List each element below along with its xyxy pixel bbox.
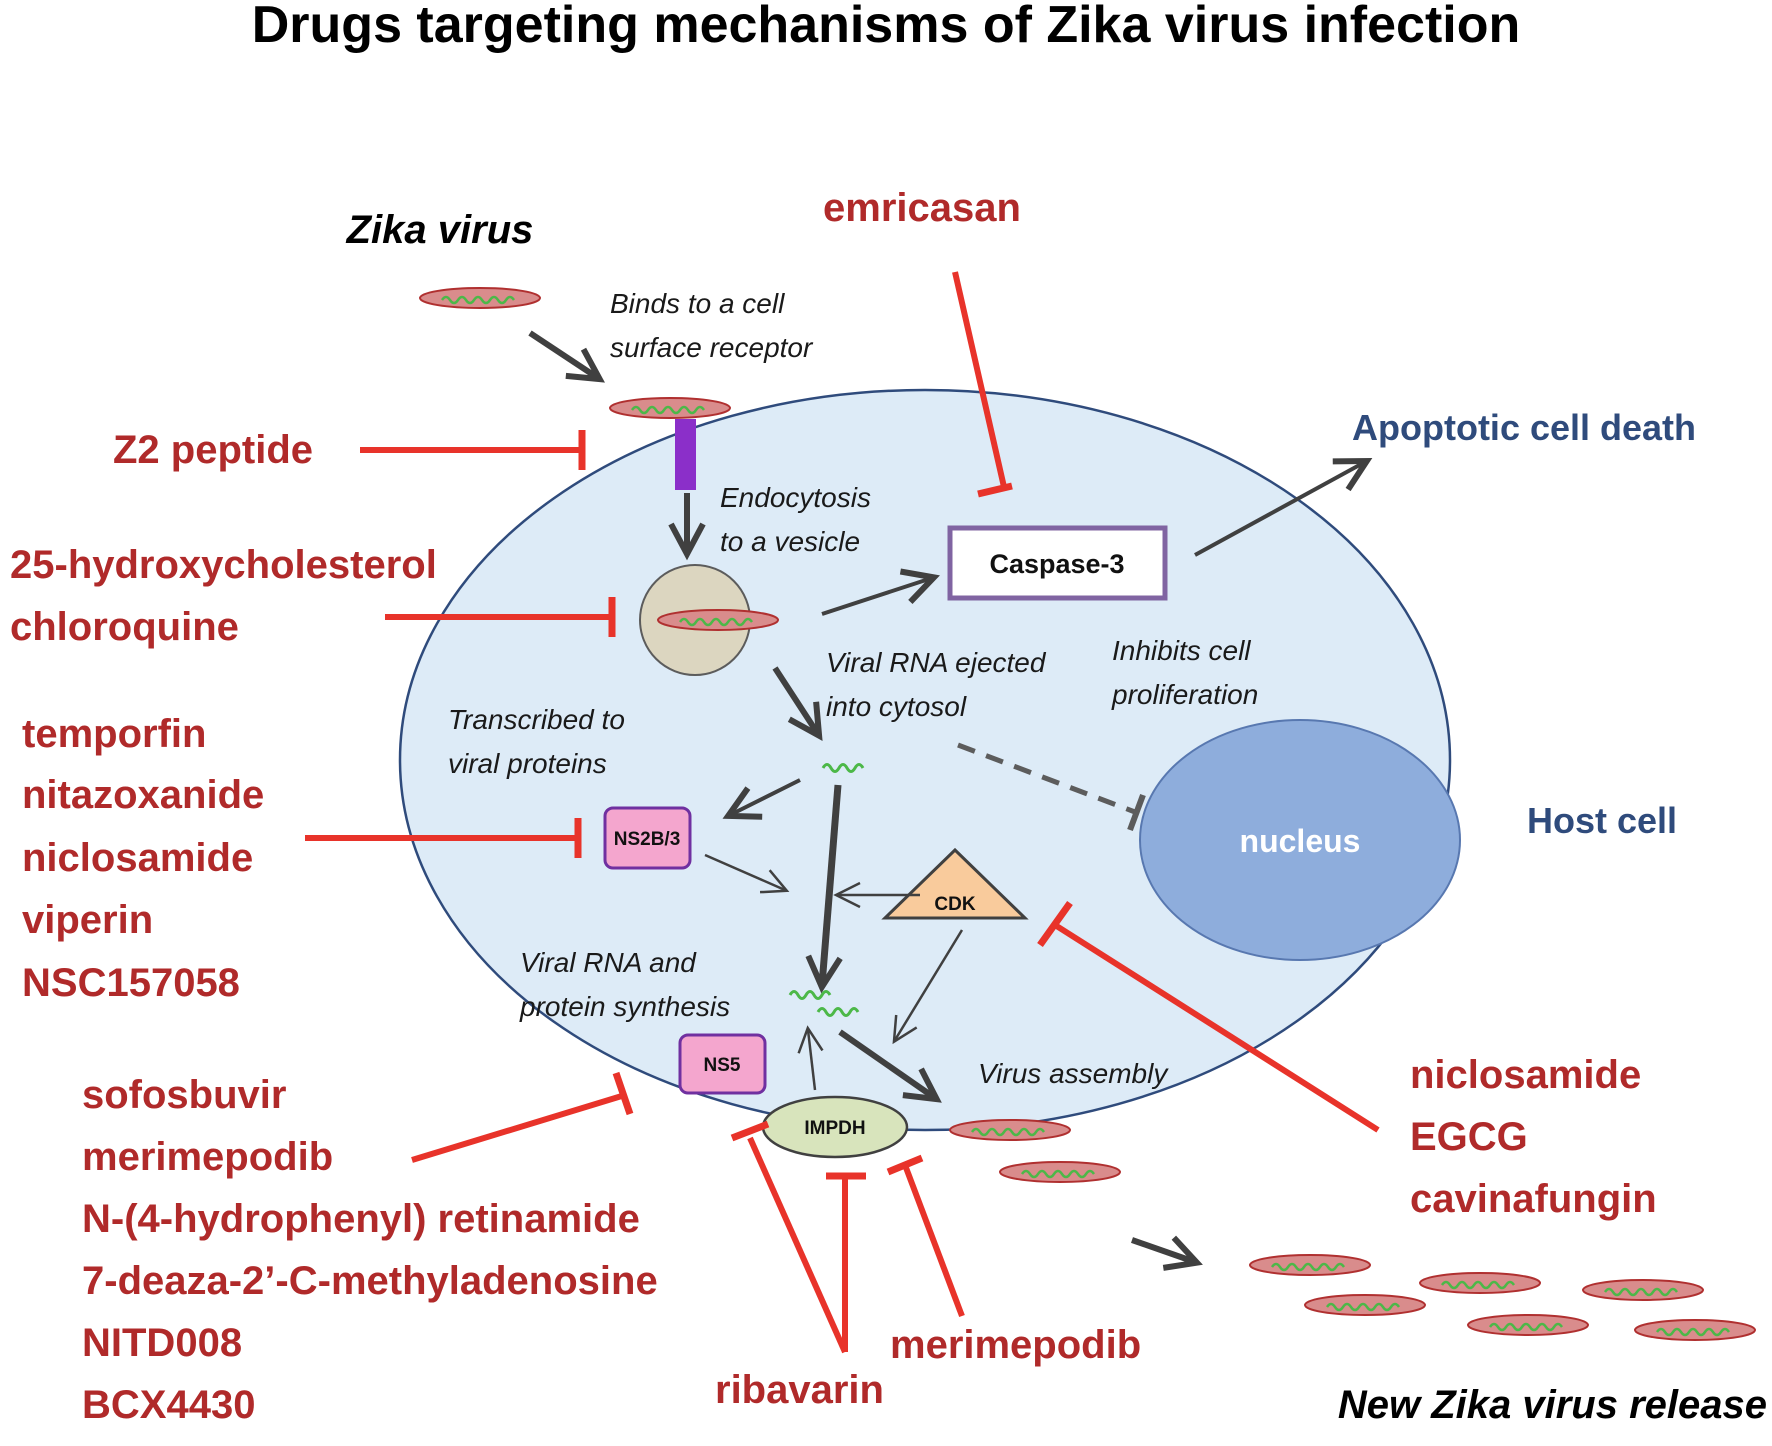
nucleus-label: nucleus	[1240, 823, 1361, 859]
arrow-synthesis-to-assembly	[838, 1029, 942, 1103]
note-inhibits-line2: proliferation	[1111, 679, 1258, 710]
impdh-label: IMPDH	[804, 1118, 865, 1139]
released-virion-5	[1581, 1278, 1705, 1302]
note-synthesis-line2: protein synthesis	[519, 991, 730, 1022]
assembled-virion-1	[948, 1118, 1072, 1142]
arrow-vesicle-to-caspase	[821, 568, 940, 616]
note-ejected-line1: Viral RNA ejected	[826, 647, 1047, 678]
inhibitor-emricasan-line	[952, 271, 1007, 488]
apoptotic-cell-death-label: Apoptotic cell death	[1352, 407, 1696, 448]
drug-nitd008: NITD008	[82, 1321, 242, 1365]
cell-surface-receptor	[675, 419, 696, 490]
drug-nsc157058: NSC157058	[22, 961, 240, 1005]
released-virion-2	[1303, 1293, 1427, 1317]
drug-niclosamide-protease: niclosamide	[22, 836, 253, 880]
arrow-caspase-to-apoptosis	[1194, 457, 1373, 557]
arrow-cdk-to-assembly	[892, 929, 964, 1045]
ns2b3-label: NS2B/3	[614, 829, 681, 850]
inhibitor-merimepodib-bar	[886, 1154, 924, 1176]
inhibitor-ribavarin-left-bar	[730, 1120, 770, 1142]
released-virion-4	[1466, 1313, 1590, 1337]
note-ejected-line2: into cytosol	[826, 691, 967, 722]
cdk-triangle	[881, 847, 1029, 920]
cdk-label: CDK	[934, 894, 975, 915]
caspase-3-box	[947, 525, 1168, 601]
note-assembly: Virus assembly	[978, 1058, 1169, 1089]
inhibitor-ns5-bar	[612, 1071, 634, 1116]
ns2b3-box	[603, 806, 692, 870]
drug-merimepodib-ns5: merimepodib	[82, 1135, 333, 1179]
virion-bound	[608, 396, 732, 420]
note-transcribed-line2: viral proteins	[448, 748, 607, 779]
drug-nitazoxanide: nitazoxanide	[22, 773, 264, 817]
virion-in-vesicle	[656, 608, 780, 632]
ns5-label: NS5	[704, 1055, 741, 1076]
inhibitor-merimepodib-line	[902, 1163, 965, 1318]
drug-bcx4430: BCX4430	[82, 1383, 255, 1427]
ns5-box	[678, 1033, 767, 1095]
drug-chloroquine: chloroquine	[10, 605, 239, 649]
drug-niclosamide-cdk: niclosamide	[1410, 1053, 1641, 1097]
drug-cavinafungin: cavinafungin	[1410, 1177, 1657, 1221]
arrow-ns2b3-to-synthesis	[704, 853, 790, 894]
assembled-virion-2	[998, 1160, 1122, 1184]
caspase-3-label: Caspase-3	[989, 549, 1124, 579]
drug-merimepodib-impdh: merimepodib	[890, 1323, 1141, 1367]
zika-virus-label: Zika virus	[346, 208, 534, 252]
released-virion-6	[1633, 1318, 1757, 1342]
drug-emricasan: emricasan	[823, 186, 1021, 230]
note-inhibits-line1: Inhibits cell	[1112, 635, 1251, 666]
inhibitor-dashed-nucleus	[957, 742, 1136, 815]
drug-z2-peptide: Z2 peptide	[113, 428, 313, 472]
inhibitor-ns5-line	[411, 1092, 626, 1163]
drug-7-deaza: 7-deaza-2’-C-methyladenosine	[82, 1259, 658, 1303]
inhibitor-emricasan-bar	[977, 482, 1013, 498]
new-virus-release-label: New Zika virus release	[1338, 1383, 1767, 1427]
arrow-virus-to-receptor	[528, 330, 605, 383]
arrow-vesicle-to-rna	[772, 666, 823, 742]
drug-egcg: EGCG	[1410, 1115, 1528, 1159]
virion-free	[418, 286, 542, 310]
released-virion-3	[1418, 1271, 1542, 1295]
note-endocytosis-line2: to a vesicle	[720, 526, 860, 557]
inhibitor-cdk-bar	[1037, 900, 1073, 948]
note-synthesis-line1: Viral RNA and	[520, 947, 697, 978]
inhibitor-dashed-bar	[1127, 793, 1146, 832]
diagram-title: Drugs targeting mechanisms of Zika virus…	[252, 0, 1521, 54]
drug-25-hydroxycholesterol: 25-hydroxycholesterol	[10, 543, 437, 587]
arrow-rna-to-ns2b3	[722, 778, 801, 820]
inhibitor-cdk-line	[1053, 922, 1380, 1133]
arrow-impdh-to-synthesis	[797, 1025, 824, 1091]
note-transcribed-line1: Transcribed to	[448, 704, 625, 735]
arrow-rna-to-synthesis	[805, 784, 843, 994]
drug-retinamide: N-(4-hydrophenyl) retinamide	[82, 1197, 640, 1241]
note-binds-line1: Binds to a cell	[610, 288, 785, 319]
drug-ribavarin: ribavarin	[715, 1368, 884, 1412]
note-binds-line2: surface receptor	[610, 332, 814, 363]
nucleus	[1139, 719, 1461, 961]
note-endocytosis-line1: Endocytosis	[720, 482, 871, 513]
released-virion-1	[1248, 1253, 1372, 1277]
drug-sofosbuvir: sofosbuvir	[82, 1073, 286, 1117]
drug-viperin: viperin	[22, 898, 153, 942]
arrow-virus-release	[1131, 1235, 1203, 1271]
host-cell-label: Host cell	[1527, 800, 1677, 841]
drug-temporfin: temporfin	[22, 712, 206, 756]
inhibitor-ribavarin-left-line	[747, 1136, 848, 1354]
